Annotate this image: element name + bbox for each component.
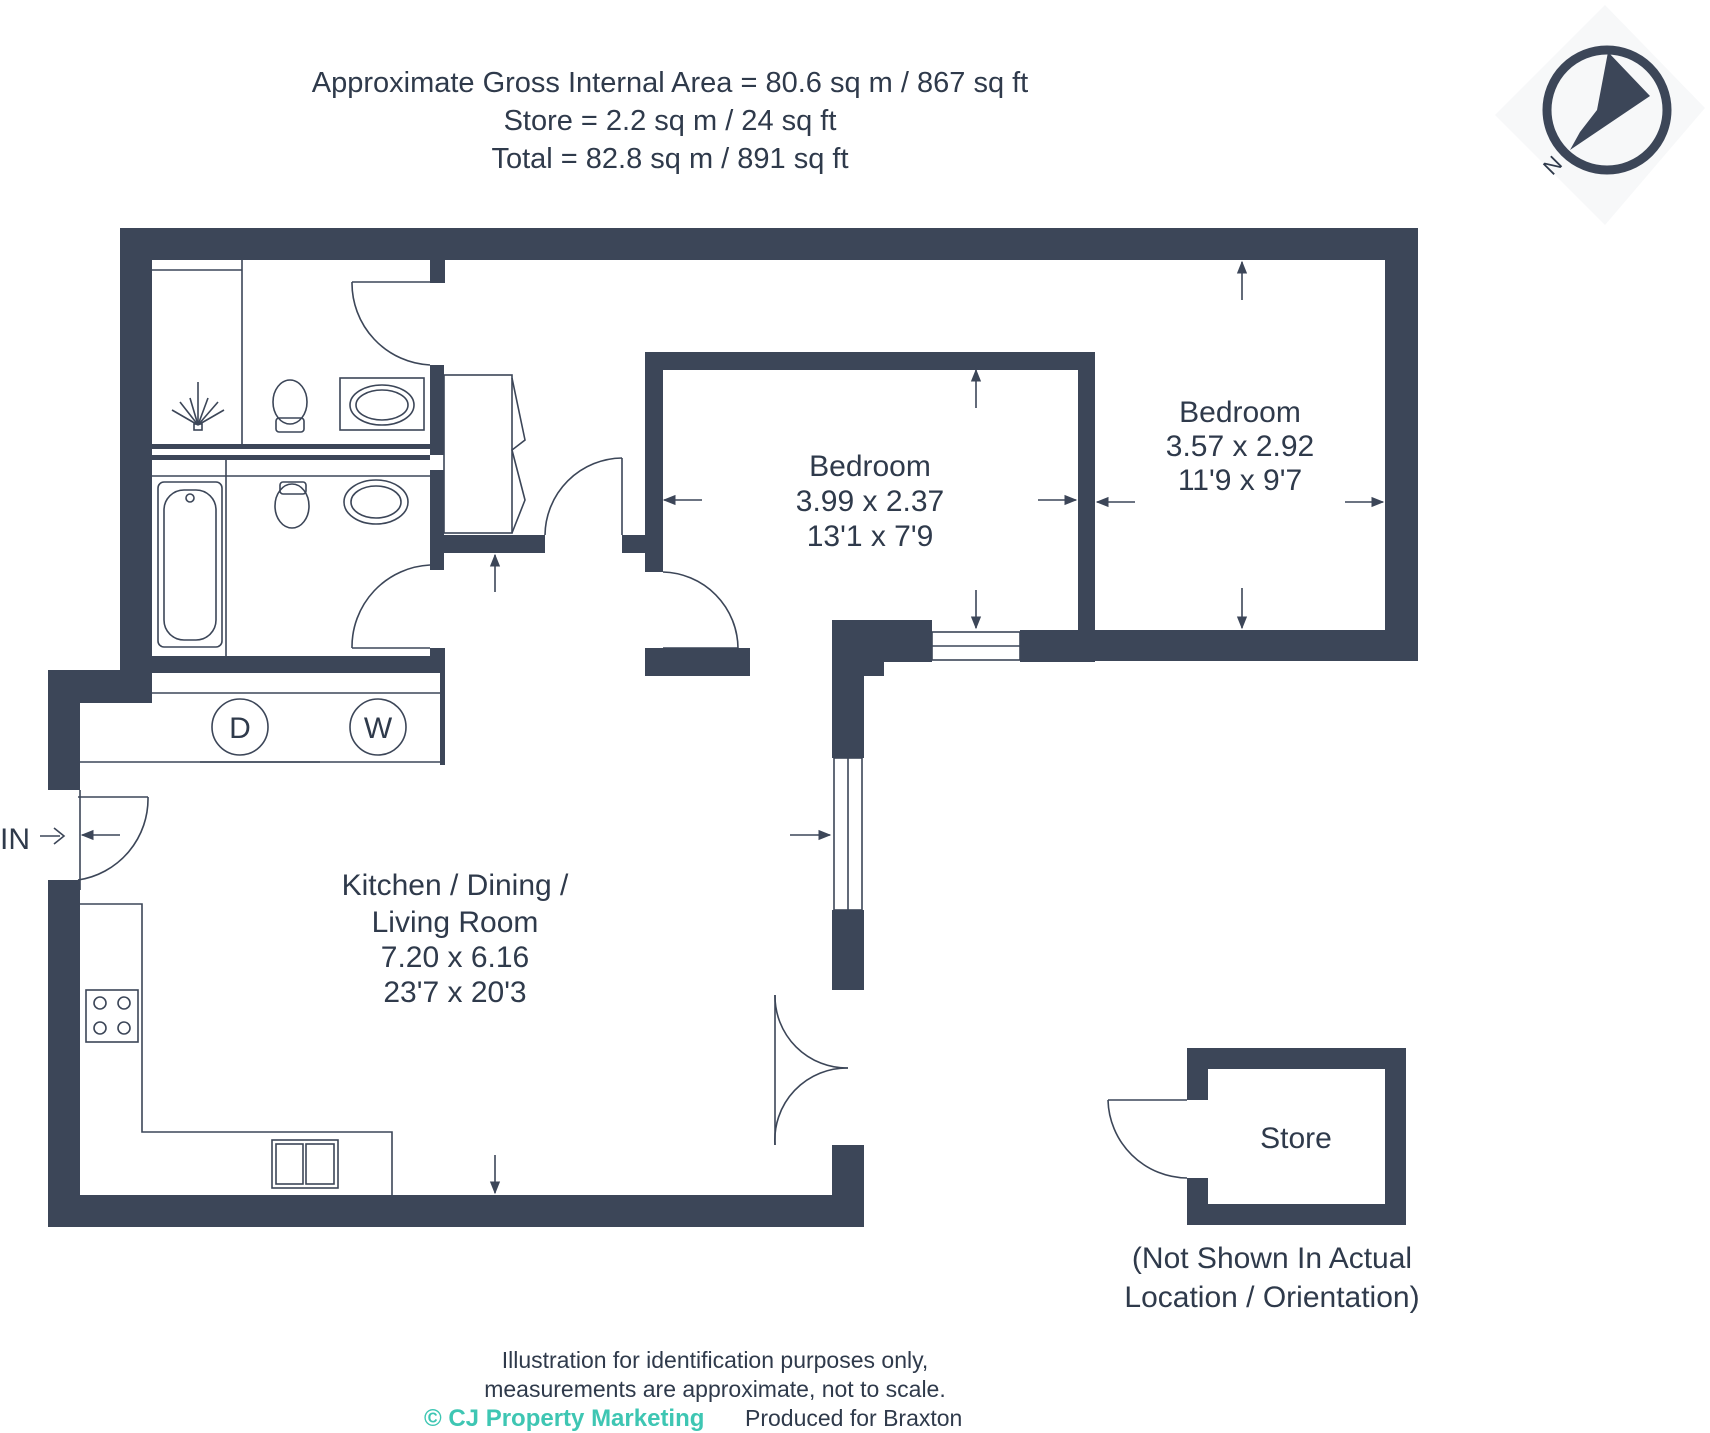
- living-metric: 7.20 x 6.16: [381, 941, 529, 974]
- area-internal: Approximate Gross Internal Area = 80.6 s…: [312, 67, 1029, 99]
- interior-lines: [79, 260, 513, 1195]
- washer-label: W: [364, 712, 393, 745]
- compass: N: [1495, 5, 1705, 225]
- bath-icon: [157, 481, 223, 648]
- room-bedroom-right: Bedroom 3.57 x 2.92 11'9 x 9'7: [1166, 396, 1314, 497]
- windows: [833, 631, 1319, 911]
- bedroom-right-imperial: 11'9 x 9'7: [1178, 464, 1302, 497]
- store-note-1: (Not Shown In Actual: [1132, 1242, 1412, 1275]
- living-name-1: Kitchen / Dining /: [342, 869, 569, 902]
- dimension-arrows: [80, 260, 1385, 1195]
- store-name: Store: [1260, 1122, 1332, 1155]
- shower-icon: [171, 382, 225, 431]
- washer: W: [349, 698, 407, 756]
- produced-for: Produced for Braxton: [745, 1405, 962, 1431]
- bedroom-right-name: Bedroom: [1179, 396, 1301, 429]
- basin-icon: [339, 377, 425, 431]
- dryer-label: D: [229, 712, 251, 745]
- entrance-label: IN: [0, 823, 30, 856]
- doors: [77, 281, 849, 1146]
- bedroom-middle-metric: 3.99 x 2.37: [796, 485, 944, 518]
- dryer: D: [211, 698, 269, 756]
- compass-ring: [1542, 45, 1672, 175]
- bathroom-fixtures: [157, 377, 425, 648]
- walls: [48, 228, 1418, 1227]
- room-bedroom-middle: Bedroom 3.99 x 2.37 13'1 x 7'9: [796, 450, 944, 553]
- brand-credit: © CJ Property Marketing: [424, 1405, 704, 1432]
- north-arrow-icon: [1570, 52, 1650, 150]
- disclaimer-2: measurements are approximate, not to sca…: [484, 1376, 946, 1402]
- bedroom-middle-imperial: 13'1 x 7'9: [807, 520, 934, 553]
- area-total: Total = 82.8 sq m / 891 sq ft: [491, 143, 848, 175]
- bedroom-middle-name: Bedroom: [809, 450, 931, 483]
- disclaimer-1: Illustration for identification purposes…: [502, 1347, 929, 1373]
- entrance-arrow-icon: [40, 827, 66, 845]
- store: Store: [1107, 1048, 1406, 1225]
- bedroom-right-metric: 3.57 x 2.92: [1166, 430, 1314, 463]
- living-imperial: 23'7 x 20'3: [383, 976, 526, 1009]
- area-store: Store = 2.2 sq m / 24 sq ft: [504, 105, 837, 137]
- toilet-icon: [272, 379, 308, 433]
- store-note-2: Location / Orientation): [1124, 1281, 1419, 1314]
- living-name-2: Living Room: [372, 906, 539, 939]
- room-living: Kitchen / Dining / Living Room 7.20 x 6.…: [342, 869, 569, 1009]
- toilet-2-icon: [274, 481, 310, 529]
- basin-2-icon: [343, 479, 409, 525]
- entrance: IN: [0, 823, 66, 856]
